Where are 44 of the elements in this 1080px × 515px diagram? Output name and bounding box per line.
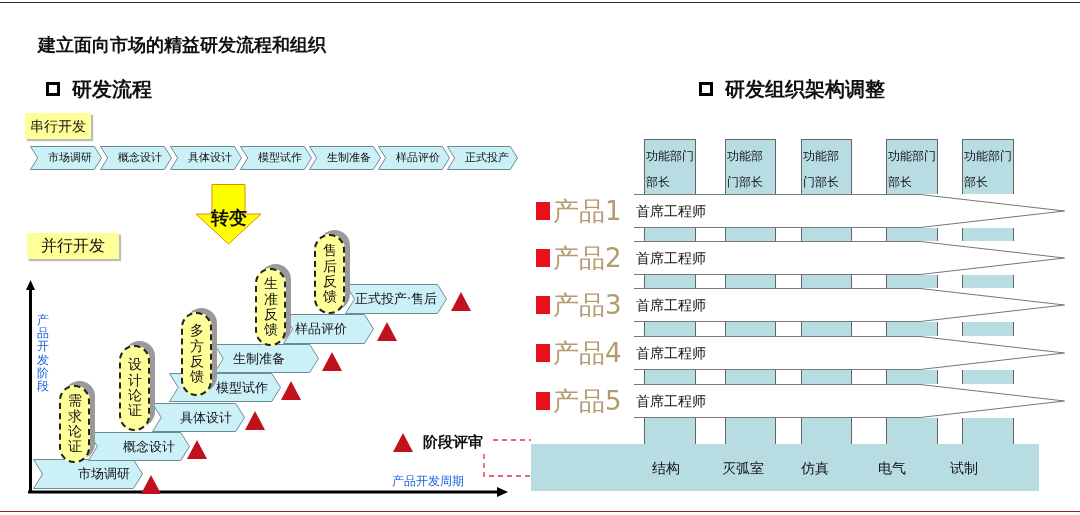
process-step: 生制准备	[309, 146, 381, 170]
department-column: 功能部门部长	[644, 139, 696, 194]
section-heading: 研发组织架构调整	[725, 76, 885, 103]
process-step: 正式投产·售后	[345, 284, 447, 314]
product-lane: 首席工程师	[634, 288, 1065, 322]
page-title: 建立面向市场的精益研发流程和组织	[38, 33, 326, 57]
process-step: 概念设计	[100, 146, 172, 170]
section-heading: 研发流程	[72, 76, 152, 103]
section-tag: 并行开发	[27, 233, 119, 259]
base-panel	[531, 444, 1039, 491]
axis-label: 产品开发阶段	[37, 314, 49, 394]
department-name: 结构	[652, 459, 680, 478]
product-label: 产品5	[553, 388, 622, 414]
process-step: 正式投产	[447, 146, 518, 170]
transition-arrow: 转变	[195, 184, 262, 245]
section-tag: 串行开发	[25, 113, 91, 139]
department-column: 功能部门部长	[886, 139, 938, 194]
process-step: 市场调研	[30, 146, 102, 170]
process-step: 模型试作	[240, 146, 312, 170]
process-step: 生制准备	[214, 344, 319, 373]
product-lane: 首席工程师	[634, 194, 1065, 228]
axis-label: 产品开发周期	[392, 473, 464, 490]
product-lane: 首席工程师	[634, 384, 1065, 418]
department-name: 灭弧室	[722, 459, 764, 478]
process-step: 具体设计	[170, 146, 242, 170]
legend-item: 阶段评审	[393, 430, 493, 454]
department-column: 功能部门部长	[801, 139, 852, 194]
product-lane: 首席工程师	[634, 336, 1065, 370]
product-label: 产品1	[553, 198, 622, 224]
process-step: 样品评价	[283, 314, 374, 344]
product-label: 产品2	[553, 245, 622, 271]
department-name: 试制	[950, 459, 978, 478]
product-label: 产品3	[553, 292, 622, 318]
process-step: 样品评价	[378, 146, 450, 170]
process-step: 具体设计	[152, 403, 245, 432]
process-step: 概念设计	[88, 432, 190, 461]
department-name: 仿真	[801, 459, 829, 478]
dashed-connector	[483, 439, 532, 477]
product-lane: 首席工程师	[634, 241, 1065, 275]
department-column: 功能部门部长	[962, 139, 1014, 194]
product-label: 产品4	[553, 340, 622, 366]
department-column: 功能部门部长	[725, 139, 776, 194]
process-step: 市场调研	[33, 459, 143, 489]
department-name: 电气	[878, 459, 906, 478]
